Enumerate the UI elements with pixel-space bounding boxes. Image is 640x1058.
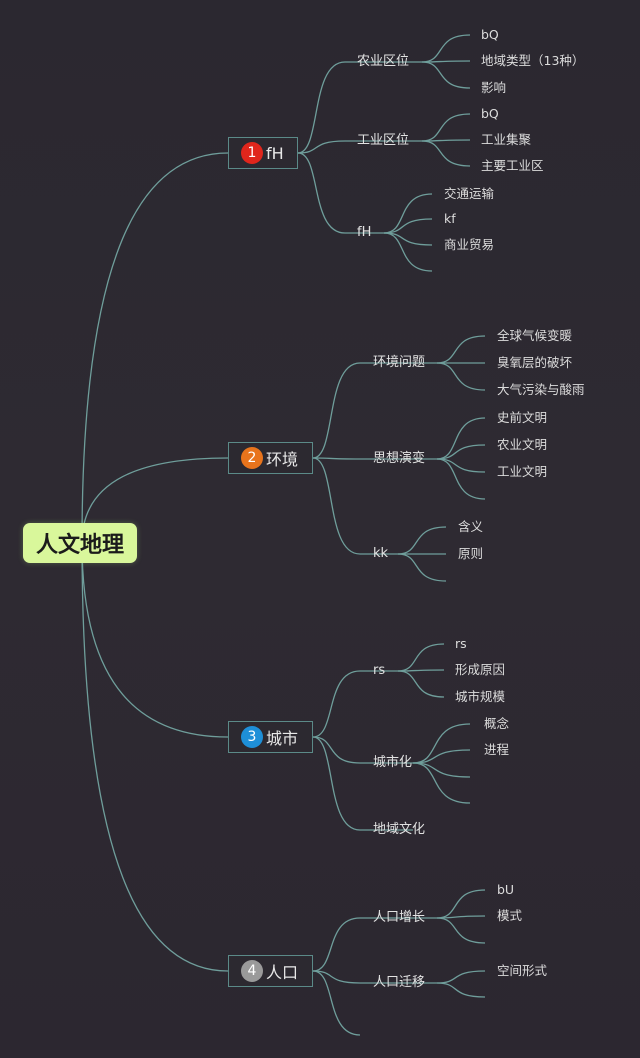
leaf-3-2-1[interactable]: 概念	[484, 716, 510, 731]
leaf-link-9-3	[436, 917, 486, 944]
subtopic-2-2[interactable]: 思想演变	[373, 451, 426, 466]
branch-2-link-3	[312, 457, 361, 555]
root-label: 人文地理	[35, 533, 124, 558]
leaf-link-6-1	[397, 526, 447, 555]
branch-2-link-2	[312, 457, 361, 460]
leaf-1-1-3[interactable]: 影响	[481, 80, 507, 95]
branch-label-2: 环境	[266, 450, 299, 469]
leaf-4-2-1[interactable]: 空间形式	[497, 963, 548, 978]
leaf-4-1-1[interactable]: bU	[497, 882, 515, 897]
branch-4-link-2	[312, 970, 361, 984]
leaf-2-1-1[interactable]: 全球气候变暖	[497, 328, 573, 343]
branch-1-link-3	[297, 152, 346, 234]
leaf-link-10-1	[436, 970, 486, 984]
leaf-2-2-3[interactable]: 工业文明	[497, 464, 548, 479]
number-badge-1: 1	[241, 142, 263, 164]
branch-node-3[interactable]: 3 城市	[228, 721, 313, 753]
leaf-3-1-3[interactable]: 城市规模	[455, 689, 506, 704]
leaf-link-10-2	[436, 982, 486, 998]
leaf-2-1-2[interactable]: 臭氧层的破坏	[497, 355, 573, 370]
branch-label-1: fH	[266, 143, 284, 163]
leaf-2-1-3[interactable]: 大气污染与酸雨	[497, 382, 585, 397]
branch-4-link-3	[312, 970, 361, 1036]
leaf-link-8-2	[412, 749, 471, 764]
branch-3-link-3	[312, 736, 361, 831]
leaf-2-2-2[interactable]: 农业文明	[497, 437, 548, 452]
leaf-1-1-1[interactable]: bQ	[481, 27, 499, 42]
leaf-1-3-3[interactable]: 商业贸易	[444, 237, 495, 252]
leaf-link-6-3	[397, 553, 447, 582]
number-badge-3: 3	[241, 726, 263, 748]
number-badge-4: 4	[241, 960, 263, 982]
leaf-link-9-1	[436, 889, 486, 919]
leaf-link-1-3	[421, 61, 471, 89]
subtopic-1-1[interactable]: 农业区位	[357, 54, 410, 69]
leaf-3-1-2[interactable]: 形成原因	[455, 662, 506, 677]
leaf-2-3-2[interactable]: 原则	[458, 546, 484, 561]
branch-label-4: 人口	[266, 963, 299, 982]
leaf-link-3-4	[383, 232, 433, 272]
leaf-3-2-2[interactable]: 进程	[484, 742, 510, 757]
root-link-2	[81, 457, 229, 544]
leaf-link-5-2	[436, 444, 486, 460]
branch-3-link-2	[312, 736, 361, 764]
leaf-link-4-1	[436, 335, 486, 364]
leaf-link-8-1	[412, 723, 471, 764]
leaf-link-8-4	[412, 762, 471, 804]
leaf-link-4-3	[436, 362, 486, 391]
leaf-3-1-1[interactable]: rs	[455, 636, 467, 651]
subtopic-3-3[interactable]: 地域文化	[373, 822, 426, 837]
subtopic-3-1[interactable]: rs	[373, 663, 386, 678]
leaf-1-2-1[interactable]: bQ	[481, 106, 499, 121]
leaf-link-5-4	[436, 458, 486, 500]
subtopic-4-1[interactable]: 人口增长	[373, 910, 426, 925]
leaf-1-3-1[interactable]: 交通运输	[444, 186, 495, 201]
subtopic-1-3[interactable]: fH	[357, 225, 372, 240]
leaf-link-1-1	[421, 34, 471, 63]
branch-node-2[interactable]: 2 环境	[228, 442, 313, 474]
number-badge-2: 2	[241, 447, 263, 469]
root-link-4	[81, 542, 229, 972]
leaf-link-2-3	[421, 140, 471, 167]
leaf-1-2-2[interactable]: 工业集聚	[481, 132, 532, 147]
leaf-link-5-1	[436, 417, 486, 460]
leaf-link-7-3	[397, 670, 445, 698]
leaf-link-7-1	[397, 643, 445, 672]
leaf-link-8-3	[412, 762, 471, 778]
root-link-1	[81, 152, 229, 544]
subtopic-2-1[interactable]: 环境问题	[373, 355, 426, 370]
branch-label-3: 城市	[266, 729, 299, 748]
leaf-link-2-1	[421, 113, 471, 142]
subtopic-1-2[interactable]: 工业区位	[357, 133, 410, 148]
leaf-2-3-1[interactable]: 含义	[458, 519, 484, 534]
branch-1-link-1	[297, 61, 346, 154]
subtopic-2-3[interactable]: kk	[373, 546, 389, 561]
branch-2-link-1	[312, 362, 361, 459]
leaf-4-1-2[interactable]: 模式	[497, 908, 523, 923]
subtopic-3-2[interactable]: 城市化	[373, 755, 413, 770]
branch-node-1[interactable]: 1 fH	[228, 137, 298, 169]
leaf-link-3-2	[383, 218, 433, 234]
leaf-link-3-1	[383, 193, 433, 234]
subtopic-4-2[interactable]: 人口迁移	[373, 975, 426, 990]
branch-1-link-2	[297, 140, 346, 154]
branch-4-link-1	[312, 917, 361, 972]
branch-node-4[interactable]: 4 人口	[228, 955, 313, 987]
leaf-1-1-2[interactable]: 地域类型（13种）	[481, 53, 585, 68]
leaf-1-3-2[interactable]: kf	[444, 211, 456, 226]
leaf-2-2-1[interactable]: 史前文明	[497, 410, 548, 425]
root-link-3	[81, 542, 229, 738]
branch-3-link-1	[312, 670, 361, 738]
root-node[interactable]: 人文地理	[23, 523, 137, 563]
leaf-1-2-3[interactable]: 主要工业区	[481, 158, 544, 173]
